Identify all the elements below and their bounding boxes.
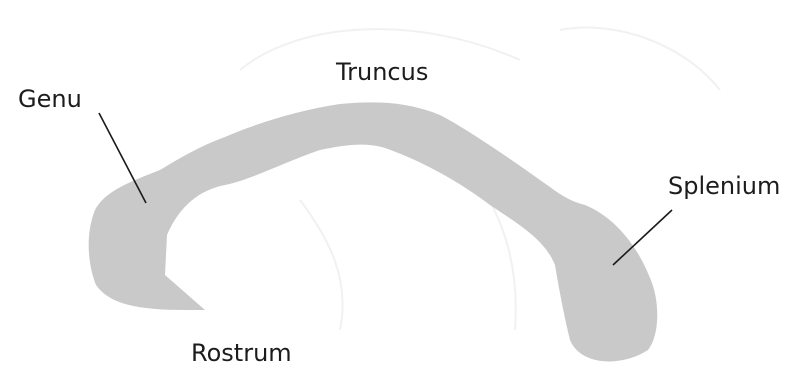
genu-label: Genu [18, 85, 82, 113]
rostrum-label: Rostrum [191, 339, 292, 367]
truncus-label: Truncus [335, 58, 428, 86]
corpus-callosum-shape [89, 102, 658, 361]
splenium-label: Splenium [668, 172, 780, 200]
